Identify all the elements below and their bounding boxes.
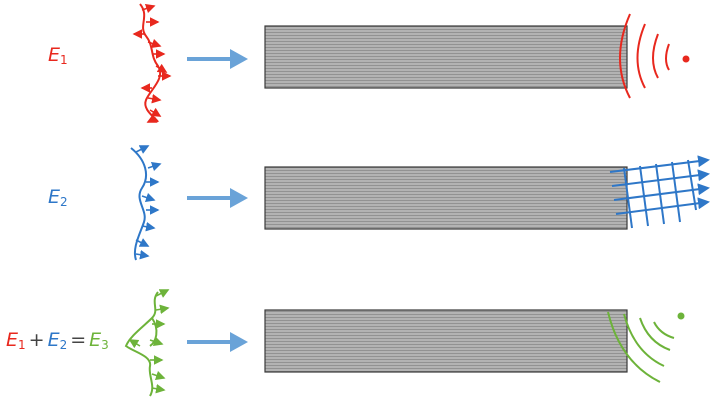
propagation-arrow xyxy=(187,332,248,352)
fiber-bundle xyxy=(264,25,628,89)
row-2 xyxy=(130,145,710,261)
label-letter: E xyxy=(48,186,61,208)
plane-wave-grid-icon xyxy=(609,155,710,229)
wavefront-ray xyxy=(135,249,150,260)
wavefront-rays-green xyxy=(128,289,170,394)
wavefront-ray xyxy=(155,304,170,315)
equation-term-e3: E3 xyxy=(89,329,109,352)
row-label-e2: E2 xyxy=(48,186,68,209)
wavefront-ray xyxy=(141,221,156,232)
label-subscript: 1 xyxy=(60,53,68,67)
row-3 xyxy=(124,289,685,397)
wavefront-ray xyxy=(147,38,162,49)
wavefront-ray xyxy=(147,93,162,104)
wavefront-ray xyxy=(149,336,164,347)
wavefront-ray xyxy=(155,289,170,298)
wavefront-ray xyxy=(151,383,166,394)
row-label-e1: E1 xyxy=(48,44,68,67)
wavefront-ray xyxy=(128,339,141,349)
wavefront-ray xyxy=(155,63,168,73)
equals-sign: = xyxy=(70,329,87,351)
wavefront-ray xyxy=(141,192,156,203)
point-source-waves-icon xyxy=(619,13,690,99)
wavefront-rays-red xyxy=(132,3,172,123)
label-subscript: 2 xyxy=(60,195,68,209)
equation-label: E1+E2=E3 xyxy=(6,329,109,352)
row-1 xyxy=(132,3,690,123)
focused-wave-icon xyxy=(607,311,685,383)
input-wavefront-blue xyxy=(130,145,162,261)
wavefront-ray xyxy=(141,3,156,14)
input-wavefront-green xyxy=(124,289,170,397)
input-wavefront-red xyxy=(132,3,172,123)
wavefront-ray xyxy=(146,114,158,123)
propagation-arrow xyxy=(187,49,248,69)
plus-sign: + xyxy=(28,329,45,351)
wavefront-ray xyxy=(135,238,150,247)
equation-term-e2: E2 xyxy=(47,329,68,352)
equation-term-e1: E1 xyxy=(6,329,26,352)
wavefront-ray xyxy=(149,107,162,117)
fiber-bundle xyxy=(264,166,628,230)
wavefront-ray xyxy=(147,161,162,172)
wavefront-ray xyxy=(151,370,166,381)
wavefront-rays-blue xyxy=(135,145,162,260)
fiber-bundle xyxy=(264,309,628,373)
label-letter: E xyxy=(48,44,61,66)
wavefront-ray xyxy=(135,145,150,154)
propagation-arrow xyxy=(187,188,248,208)
